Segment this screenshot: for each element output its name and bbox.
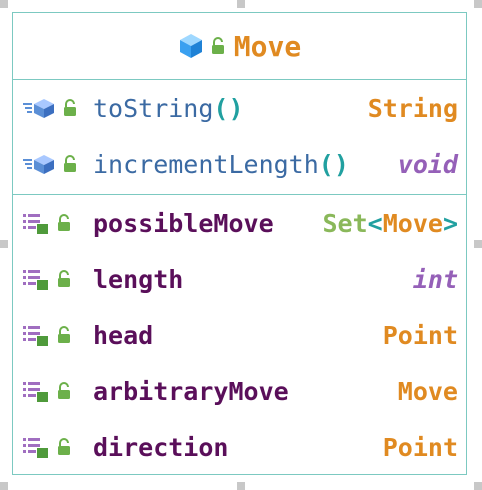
uml-class-node[interactable]: Move <box>12 12 467 475</box>
resize-handle[interactable] <box>0 240 8 248</box>
methods-section: toString() String <box>13 80 466 195</box>
field-row[interactable]: head Point <box>13 307 466 363</box>
field-row[interactable]: arbitraryMove Move <box>13 363 466 419</box>
unlocked-padlock-icon <box>56 382 72 400</box>
resize-handle[interactable] <box>237 0 245 8</box>
field-type-close: > <box>442 208 458 238</box>
unlocked-padlock-icon <box>62 155 78 173</box>
method-parens: () <box>213 93 244 123</box>
field-type: Move <box>397 376 458 406</box>
unlocked-padlock-icon <box>62 99 78 117</box>
field-row[interactable]: direction Point <box>13 419 466 475</box>
field-list-icon <box>23 380 49 402</box>
resize-handle[interactable] <box>0 0 8 8</box>
method-name: toString() <box>93 94 244 123</box>
resize-handle[interactable] <box>474 0 482 8</box>
field-type: Set<Move> <box>323 209 459 238</box>
field-row[interactable]: length int <box>13 251 466 307</box>
method-name: incrementLength() <box>93 150 363 179</box>
field-type: Point <box>382 320 458 350</box>
resize-handle[interactable] <box>0 482 8 490</box>
method-row[interactable]: toString() String <box>13 80 466 136</box>
field-list-icon <box>23 212 49 234</box>
field-name: head <box>93 320 154 350</box>
class-header[interactable]: Move <box>13 13 466 80</box>
field-type-outer: Set <box>322 208 368 238</box>
method-name-text: incrementLength <box>93 149 319 179</box>
field-list-icon <box>23 436 49 458</box>
method-name-text: toString <box>93 93 214 123</box>
method-cube-icon <box>23 98 55 118</box>
field-type: Point <box>382 432 458 462</box>
field-name: possibleMove <box>93 208 274 238</box>
unlocked-padlock-icon <box>210 37 226 55</box>
fields-section: possibleMove Set<Move> <box>13 195 466 475</box>
field-type-open: < <box>367 208 383 238</box>
method-parens: () <box>318 149 349 179</box>
field-name: arbitraryMove <box>93 376 289 406</box>
unlocked-padlock-icon <box>56 270 72 288</box>
unlocked-padlock-icon <box>56 438 72 456</box>
method-return-type: void <box>397 149 458 179</box>
resize-handle[interactable] <box>474 482 482 490</box>
field-type: int <box>412 264 458 294</box>
unlocked-padlock-icon <box>56 326 72 344</box>
field-name: length <box>93 264 184 294</box>
method-cube-icon <box>23 154 55 174</box>
field-row[interactable]: possibleMove Set<Move> <box>13 195 466 251</box>
unlocked-padlock-icon <box>56 214 72 232</box>
field-name: direction <box>93 432 229 462</box>
resize-handle[interactable] <box>237 482 245 490</box>
class-name: Move <box>233 29 302 63</box>
field-list-icon <box>23 268 49 290</box>
resize-handle[interactable] <box>474 240 482 248</box>
method-return-type: String <box>367 93 458 123</box>
class-cube-icon <box>178 33 204 59</box>
field-type-inner: Move <box>382 208 443 238</box>
method-row[interactable]: incrementLength() void <box>13 136 466 192</box>
field-list-icon <box>23 324 49 346</box>
